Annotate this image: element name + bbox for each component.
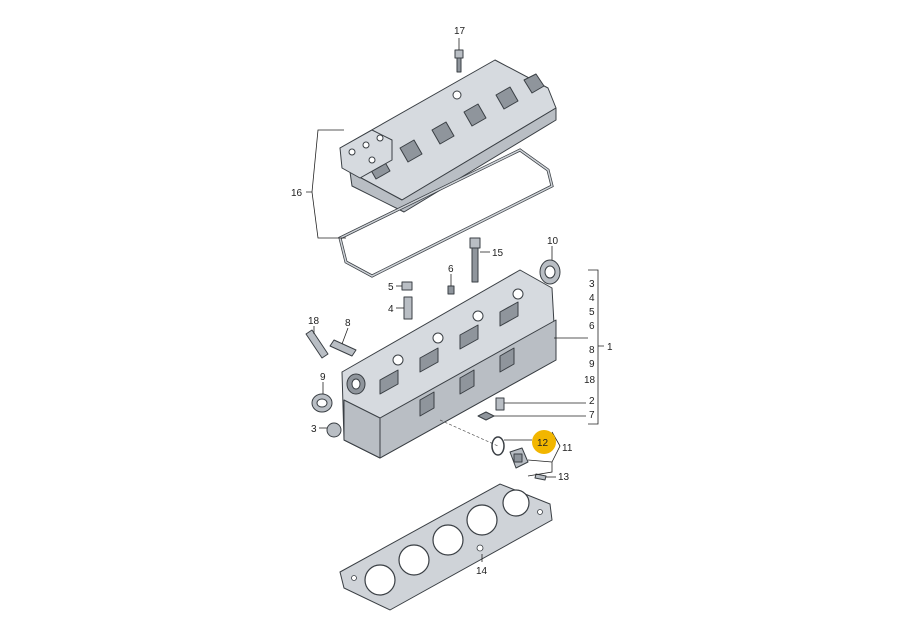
- stud-18[interactable]: [305, 329, 329, 359]
- pin-2[interactable]: [495, 397, 505, 411]
- bolt-13[interactable]: [534, 473, 547, 481]
- dashed-leader: [439, 419, 499, 447]
- callout-6[interactable]: 6: [448, 264, 454, 275]
- highlight-marker: [532, 430, 556, 454]
- callout-9[interactable]: 9: [320, 372, 326, 383]
- callout-right-3[interactable]: 3: [589, 279, 595, 290]
- callout-16[interactable]: 16: [291, 188, 303, 199]
- callout-right-4[interactable]: 4: [589, 293, 595, 304]
- callout-18[interactable]: 18: [308, 316, 320, 327]
- o-ring-12[interactable]: [491, 436, 505, 456]
- stud-4[interactable]: [403, 296, 413, 320]
- callout-right-18[interactable]: 18: [584, 375, 596, 386]
- cylinder-head[interactable]: [341, 269, 557, 459]
- callout-5[interactable]: 5: [388, 282, 394, 293]
- callout-right-8[interactable]: 8: [589, 345, 595, 356]
- callout-right-5[interactable]: 5: [589, 307, 595, 318]
- callout-3[interactable]: 3: [311, 424, 317, 435]
- callout-right-7[interactable]: 7: [589, 410, 595, 421]
- callout-8[interactable]: 8: [345, 318, 351, 329]
- callout-15[interactable]: 15: [492, 248, 504, 259]
- seal-9[interactable]: [311, 393, 333, 413]
- seal-ring-10[interactable]: [539, 259, 561, 285]
- callout-right-9[interactable]: 9: [589, 359, 595, 370]
- nut-5[interactable]: [401, 281, 413, 291]
- stud-8[interactable]: [329, 339, 357, 357]
- cap-3[interactable]: [326, 422, 342, 438]
- bolt-17[interactable]: [454, 49, 464, 73]
- callout-13[interactable]: 13: [558, 472, 570, 483]
- callout-right-6[interactable]: 6: [589, 321, 595, 332]
- callout-4[interactable]: 4: [388, 304, 394, 315]
- head-bolt-15[interactable]: [469, 237, 481, 283]
- callout-right-2[interactable]: 2: [589, 396, 595, 407]
- callout-14[interactable]: 14: [476, 566, 488, 577]
- head-gasket[interactable]: [339, 483, 553, 611]
- leader-lines: [306, 38, 604, 562]
- callout-17[interactable]: 17: [454, 26, 466, 37]
- callout-12[interactable]: 12: [537, 438, 549, 449]
- plug-6[interactable]: [447, 285, 455, 295]
- flange-11[interactable]: [509, 447, 529, 469]
- callout-1[interactable]: 1: [607, 342, 613, 353]
- cover-gasket[interactable]: [338, 148, 554, 278]
- callout-11[interactable]: 11: [562, 443, 573, 454]
- cylinder-head-cover[interactable]: [339, 59, 557, 213]
- callout-10[interactable]: 10: [547, 236, 559, 247]
- sleeve-7[interactable]: [477, 411, 495, 421]
